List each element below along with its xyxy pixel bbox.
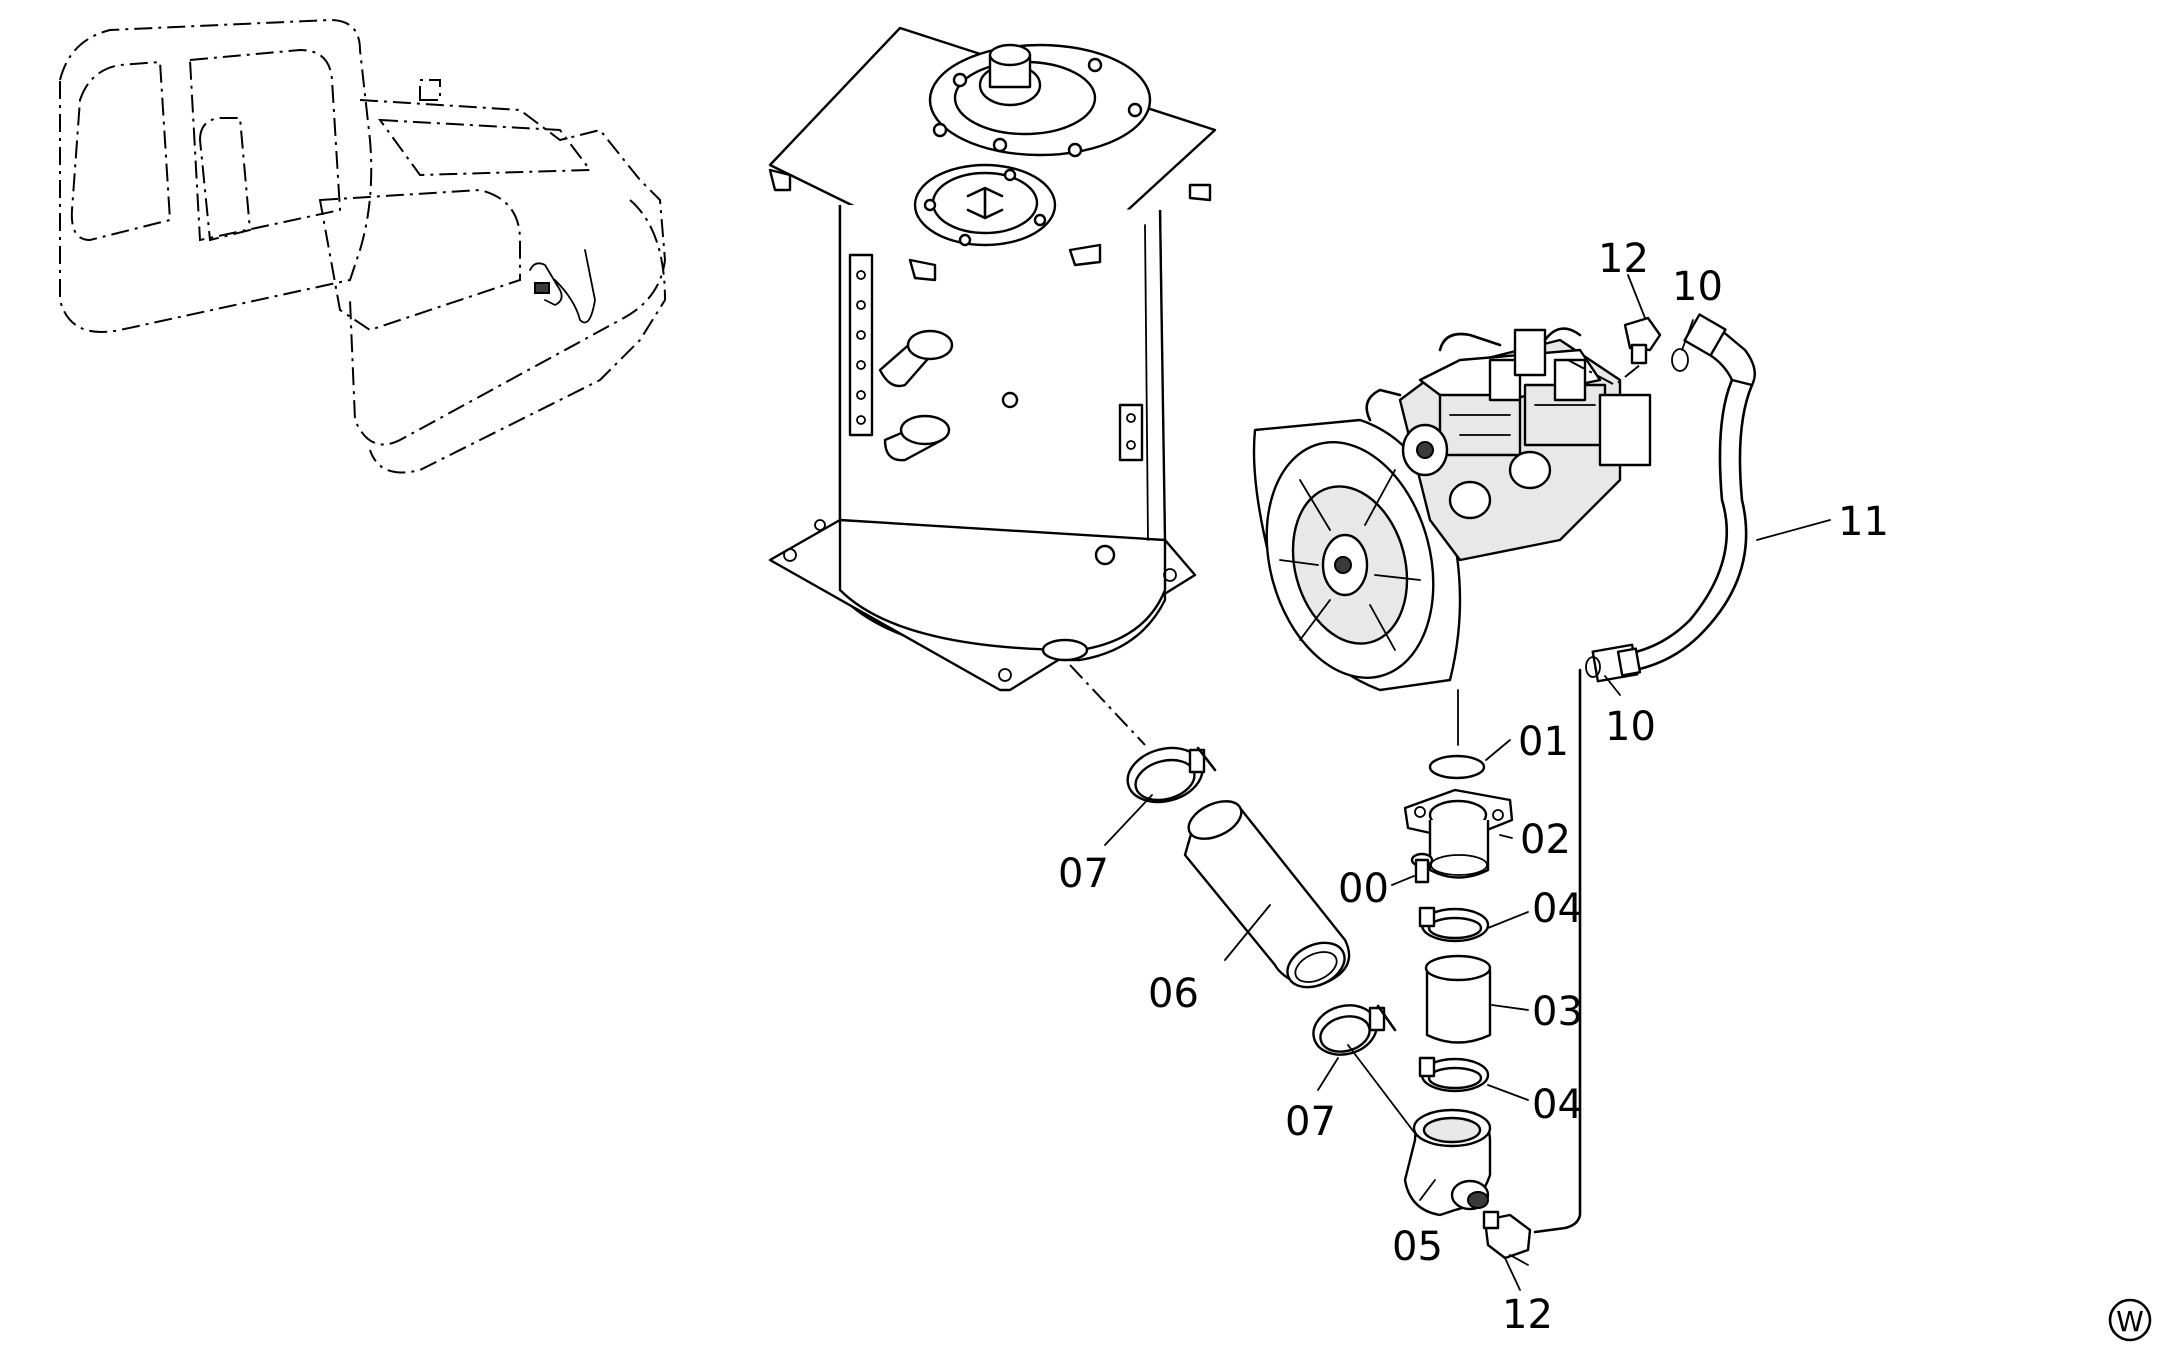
excavator-overview [59, 18, 667, 474]
suction-hose-parts [1069, 664, 1421, 1141]
callout-labels: 00 01 02 03 04 04 05 06 07 07 10 10 11 1… [1058, 236, 1889, 1338]
hose-assembly [1533, 313, 1756, 1234]
corner-mark-letter: W [2116, 1305, 2144, 1338]
callout-11: 11 [1838, 499, 1889, 545]
pump-suction-parts [1403, 689, 1532, 1260]
callout-02: 02 [1520, 817, 1571, 863]
callout-06: 06 [1148, 971, 1199, 1017]
callout-01: 01 [1518, 719, 1569, 765]
leader-lines [1104, 274, 1831, 1291]
callout-05: 05 [1392, 1224, 1443, 1270]
callout-12-upper: 12 [1598, 236, 1649, 282]
callout-12-lower: 12 [1502, 1292, 1553, 1338]
callout-03: 03 [1532, 989, 1583, 1035]
callout-10-lower: 10 [1605, 704, 1656, 750]
corner-mark: W [2108, 1298, 2152, 1342]
hydraulic-tank [768, 26, 1217, 692]
callout-04-upper: 04 [1532, 886, 1583, 932]
hydraulic-pump [1252, 327, 1652, 692]
callout-00: 00 [1338, 866, 1389, 912]
callout-10-upper: 10 [1672, 264, 1723, 310]
callout-04-lower: 04 [1532, 1082, 1583, 1128]
callout-07-lower: 07 [1285, 1099, 1336, 1145]
callout-07-upper: 07 [1058, 851, 1109, 897]
